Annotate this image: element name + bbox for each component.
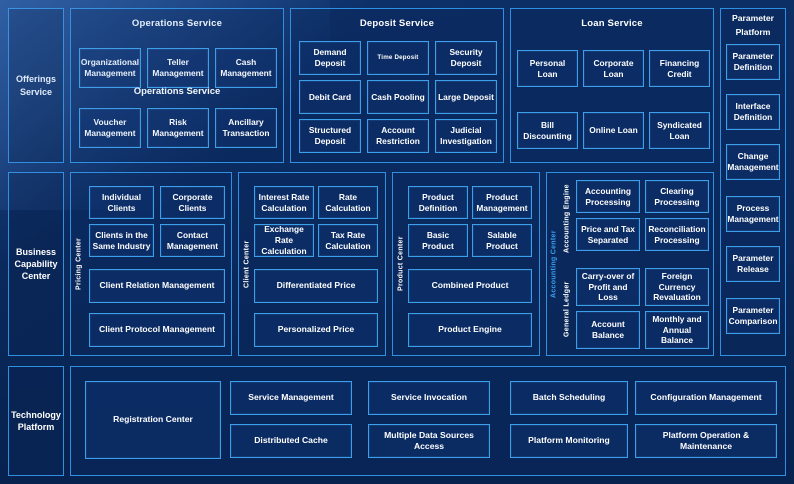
box-personal-loan[interactable]: Personal Loan: [517, 50, 578, 87]
box-process-management[interactable]: Process Management: [726, 196, 780, 232]
rail-general-ledger: General Ledger: [563, 281, 571, 337]
rail-product-center: Product Center: [397, 236, 405, 292]
box-exchange-rate-calculation[interactable]: Exchange Rate Calculation: [254, 224, 314, 257]
box-rate-calculation[interactable]: Rate Calculation: [318, 186, 378, 219]
box-accounting-processing[interactable]: Accounting Processing: [576, 180, 640, 213]
box-financing-credit[interactable]: Financing Credit: [649, 50, 710, 87]
box-risk-management[interactable]: Risk Management: [147, 108, 209, 148]
box-clients-in-the-same-industry[interactable]: Clients in the Same Industry: [89, 224, 154, 257]
box-parameter-definition[interactable]: Parameter Definition: [726, 44, 780, 80]
box-corporate-clients[interactable]: Corporate Clients: [160, 186, 225, 219]
box-corporate-loan[interactable]: Corporate Loan: [583, 50, 644, 87]
box-parameter-release[interactable]: Parameter Release: [726, 246, 780, 282]
category-business-capability-center[interactable]: Business Capability Center: [8, 172, 64, 356]
rail-accounting-center: Accounting Center: [550, 230, 558, 298]
box-product-engine[interactable]: Product Engine: [408, 313, 532, 347]
box-clearing-processing[interactable]: Clearing Processing: [645, 180, 709, 213]
box-differentiated-price[interactable]: Differentiated Price: [254, 269, 378, 303]
box-teller-management[interactable]: Teller Management: [147, 48, 209, 88]
box-product-definition[interactable]: Product Definition: [408, 186, 468, 219]
box-service-management[interactable]: Service Management: [230, 381, 352, 415]
box-parameter-comparison[interactable]: Parameter Comparison: [726, 298, 780, 334]
box-product-management[interactable]: Product Management: [472, 186, 532, 219]
box-contact-management[interactable]: Contact Management: [160, 224, 225, 257]
box-account-restriction[interactable]: Account Restriction: [367, 119, 429, 153]
box-cash-management[interactable]: Cash Management: [215, 48, 277, 88]
box-debit-card[interactable]: Debit Card: [299, 80, 361, 114]
box-carry-over-of-profit-and-loss[interactable]: Carry-over of Profit and Loss: [576, 268, 640, 306]
box-client-relation-management[interactable]: Client Relation Management: [89, 269, 225, 303]
category-technology-platform[interactable]: Technology Platform: [8, 366, 64, 476]
rail-client-center: Client Center: [243, 240, 251, 288]
rail-accounting-engine: Accounting Engine: [563, 184, 571, 254]
box-client-protocol-management[interactable]: Client Protocol Management: [89, 313, 225, 347]
box-monthly-and-annual-balance[interactable]: Monthly and Annual Balance: [645, 311, 709, 349]
box-reconciliation-processing[interactable]: Reconciliation Processing: [645, 218, 709, 251]
box-basic-product[interactable]: Basic Product: [408, 224, 468, 257]
box-tax-rate-calculation[interactable]: Tax Rate Calculation: [318, 224, 378, 257]
box-judicial-investigation[interactable]: Judicial Investigation: [435, 119, 497, 153]
box-interest-rate-calculation[interactable]: Interest Rate Calculation: [254, 186, 314, 219]
box-foreign-currency-revaluation[interactable]: Foreign Currency Revaluation: [645, 268, 709, 306]
box-registration-center[interactable]: Registration Center: [85, 381, 221, 459]
panel-loan-service-title: Loan Service: [581, 18, 643, 29]
rail-pricing-center: Pricing Center: [75, 237, 83, 291]
box-salable-product[interactable]: Salable Product: [472, 224, 532, 257]
box-interface-definition[interactable]: Interface Definition: [726, 94, 780, 130]
box-voucher-management[interactable]: Voucher Management: [79, 108, 141, 148]
box-syndicated-loan[interactable]: Syndicated Loan: [649, 112, 710, 149]
panel-operations-service-title: Operations Service: [131, 18, 223, 29]
box-configuration-management[interactable]: Configuration Management: [635, 381, 777, 415]
box-bill-discounting[interactable]: Bill Discounting: [517, 112, 578, 149]
box-ancillary-transaction[interactable]: Ancillary Transaction: [215, 108, 277, 148]
box-security-deposit[interactable]: Security Deposit: [435, 41, 497, 75]
box-time-deposit[interactable]: Time Deposit: [367, 41, 429, 75]
box-price-and-tax-separated[interactable]: Price and Tax Separated: [576, 218, 640, 251]
box-personalized-price[interactable]: Personalized Price: [254, 313, 378, 347]
box-demand-deposit[interactable]: Demand Deposit: [299, 41, 361, 75]
box-structured-deposit[interactable]: Structured Deposit: [299, 119, 361, 153]
panel-operations-service-overlay-title: Operations Service: [133, 86, 221, 97]
box-account-balance[interactable]: Account Balance: [576, 311, 640, 349]
box-large-deposit[interactable]: Large Deposit: [435, 80, 497, 114]
box-online-loan[interactable]: Online Loan: [583, 112, 644, 149]
box-multiple-data-sources-access[interactable]: Multiple Data Sources Access: [368, 424, 490, 458]
panel-parameter-platform-title: Parameter Platform: [731, 13, 775, 37]
box-organizational-management[interactable]: Organizational Management: [79, 48, 141, 88]
box-change-management[interactable]: Change Management: [726, 144, 780, 180]
box-service-invocation[interactable]: Service Invocation: [368, 381, 490, 415]
box-platform-monitoring[interactable]: Platform Monitoring: [510, 424, 628, 458]
category-offerings-service[interactable]: Offerings Service: [8, 8, 64, 163]
panel-deposit-service-title: Deposit Service: [359, 18, 435, 29]
box-platform-operation-maintenance[interactable]: Platform Operation & Maintenance: [635, 424, 777, 458]
box-batch-scheduling[interactable]: Batch Scheduling: [510, 381, 628, 415]
box-distributed-cache[interactable]: Distributed Cache: [230, 424, 352, 458]
box-cash-pooling[interactable]: Cash Pooling: [367, 80, 429, 114]
box-combined-product[interactable]: Combined Product: [408, 269, 532, 303]
box-individual-clients[interactable]: Individual Clients: [89, 186, 154, 219]
